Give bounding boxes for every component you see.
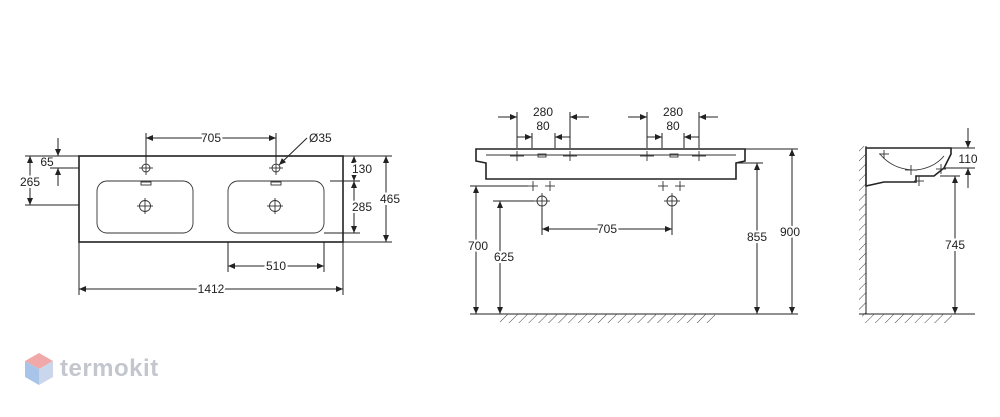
dim-280-right: 280 xyxy=(663,105,683,119)
front-view: 280 80 280 80 705 700 625 855 900 xyxy=(466,105,802,323)
brand-name: termokit xyxy=(60,355,159,382)
dim-110: 110 xyxy=(958,152,977,166)
left-drain xyxy=(137,198,153,214)
left-tap-hole xyxy=(139,161,153,175)
brand-logo: termokit xyxy=(24,352,159,386)
basin-outline xyxy=(78,155,344,243)
dim-285: 285 xyxy=(352,200,372,214)
dim-900: 900 xyxy=(780,225,800,239)
dim-705-front: 705 xyxy=(597,222,617,236)
dim-745: 745 xyxy=(945,238,965,252)
front-floor-hatch xyxy=(500,314,715,323)
cube-logo-icon xyxy=(25,353,53,385)
dim-35-diameter: Ø35 xyxy=(309,131,332,145)
dim-130: 130 xyxy=(352,162,372,176)
dim-705-plan: 705 xyxy=(201,131,221,145)
plan-view: 705 Ø35 65 265 130 285 465 510 1412 xyxy=(18,129,402,298)
right-drain xyxy=(267,198,283,214)
dim-855: 855 xyxy=(747,230,767,244)
dim-80-right: 80 xyxy=(666,119,680,133)
dim-280-left: 280 xyxy=(533,105,553,119)
right-tap-hole xyxy=(269,161,283,175)
left-bowl xyxy=(96,180,194,234)
dim-700: 700 xyxy=(468,239,488,253)
basin-front-profile xyxy=(475,148,746,180)
dim-265: 265 xyxy=(20,175,40,189)
side-view: 110 745 xyxy=(859,128,980,323)
dim-1412: 1412 xyxy=(198,282,225,296)
right-bowl xyxy=(227,180,325,234)
dim-465: 465 xyxy=(380,192,400,206)
right-overflow xyxy=(270,181,282,186)
dim-65: 65 xyxy=(40,155,54,169)
basin-side-profile xyxy=(865,147,952,187)
wall-hatch xyxy=(859,146,866,314)
dim-510: 510 xyxy=(266,259,286,273)
dim-80-left: 80 xyxy=(536,119,550,133)
dim-625: 625 xyxy=(494,250,514,264)
left-overflow xyxy=(140,181,152,186)
side-floor-hatch xyxy=(862,314,952,323)
